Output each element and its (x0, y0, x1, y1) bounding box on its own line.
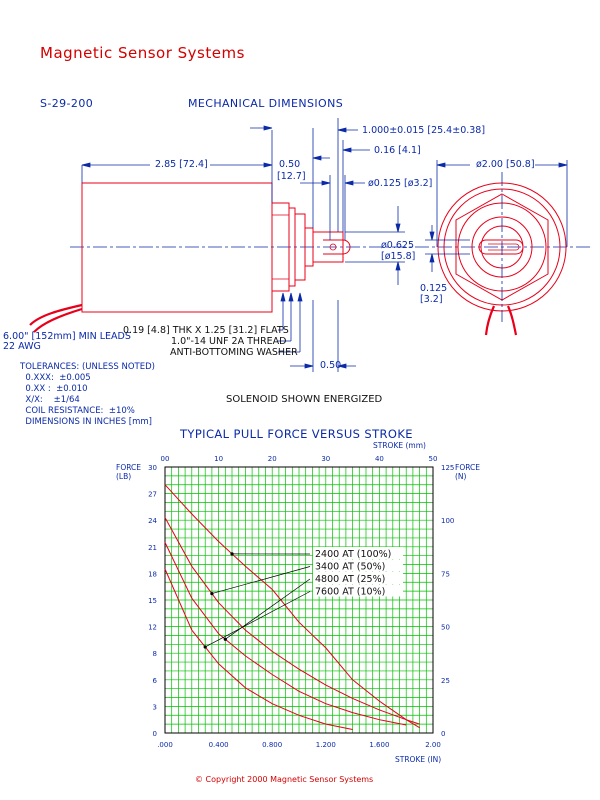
chart-title: TYPICAL PULL FORCE VERSUS STROKE (180, 427, 413, 441)
y-tick-label: 6 (153, 677, 158, 685)
plunger-slot-dim: 0.16 [4.1] (374, 145, 421, 156)
legend-leader (205, 591, 311, 648)
y-tick-label: 24 (148, 517, 157, 525)
plot-frame (164, 466, 434, 734)
thread-note: 1.0"-14 UNF 2A THREAD (171, 336, 287, 347)
x-tick-label: .000 (157, 741, 173, 749)
end-view (437, 172, 567, 336)
extension-dim: 0.50 (320, 360, 342, 371)
y2-tick-label: 75 (441, 570, 450, 578)
y-tick-label: 18 (148, 570, 157, 578)
legend-marker (203, 645, 207, 649)
x-tick-label: 2.00 (425, 741, 441, 749)
x2-tick-label: 00 (161, 455, 170, 463)
x2-tick-label: 20 (268, 455, 277, 463)
flats-note: 0.19 [4.8] THK X 1.25 [31.2] FLATS (123, 325, 289, 336)
stroke-travel-dim: 1.000±0.015 [25.4±0.38] (362, 125, 486, 136)
y-tick-label: 12 (148, 624, 157, 632)
x2-tick-label: 10 (214, 455, 223, 463)
legend-label-bg (313, 584, 403, 597)
washer-note: ANTI-BOTTOMING WASHER (170, 347, 298, 358)
plunger-dia-dim: ø0.625 (381, 240, 415, 251)
legend-label-bg (313, 572, 403, 584)
part-number: S-29-200 (40, 97, 94, 110)
y2-tick-label: 0 (441, 730, 445, 738)
x-tick-label: 0.800 (262, 741, 282, 749)
x2-tick-label: 50 (429, 455, 438, 463)
y2-axis-label: FORCE (N) (455, 463, 481, 481)
y-axis-label: FORCE (LB) (116, 463, 142, 481)
curve-series-1 (164, 484, 420, 729)
body-length-dim: 2.85 [72.4] (155, 159, 208, 170)
curve-series-2 (164, 517, 420, 725)
legend-label-bg (313, 559, 403, 572)
y2-tick-label: 50 (441, 624, 450, 632)
y-tick-label: 15 (148, 597, 157, 605)
lead-wires (29, 303, 83, 333)
legend-marker (230, 552, 234, 556)
drawing-title: MECHANICAL DIMENSIONS (188, 97, 344, 110)
y2-tick-label: 125 (441, 464, 454, 472)
y-tick-label: 3 (153, 703, 157, 711)
mechanical-drawing (29, 118, 590, 372)
legend-label: 2400 AT (100%) (315, 549, 391, 560)
diameter-dim: ø2.00 [50.8] (476, 159, 535, 170)
plunger (312, 231, 344, 263)
mount-length-dim: 0.50 (279, 159, 301, 170)
plunger-dia-mm: [ø15.8] (381, 251, 416, 262)
x-axis-label: STROKE (IN) (395, 755, 442, 764)
legend-label: 3400 AT (50%) (315, 562, 385, 573)
legend-marker (223, 637, 227, 641)
x-tick-label: 0.400 (209, 741, 229, 749)
y2-tick-label: 100 (441, 517, 454, 525)
curve-series-4 (164, 568, 353, 730)
x2-tick-label: 30 (321, 455, 330, 463)
x-tick-label: 1.200 (316, 741, 336, 749)
leads-note: 6.00" [152mm] MIN LEADS (3, 331, 131, 342)
x2-axis-label: STROKE (mm) (373, 441, 426, 450)
copyright: © Copyright 2000 Magnetic Sensor Systems (195, 775, 374, 784)
x2-tick-label: 40 (375, 455, 384, 463)
curve-series-3 (164, 542, 407, 726)
y-tick-label: 0 (153, 730, 157, 738)
company-name: Magnetic Sensor Systems (40, 44, 245, 62)
tolerances-block: TOLERANCES: (UNLESS NOTED) 0.XXX: ±0.005… (20, 362, 155, 427)
plunger-hole-dim: ø0.125 [ø3.2] (368, 178, 433, 189)
y-tick-label: 8 (153, 650, 157, 658)
mount-length-mm: [12.7] (277, 171, 306, 182)
legend-marker (210, 591, 214, 596)
legend-label: 7600 AT (10%) (315, 587, 385, 598)
legend-leader (211, 566, 311, 594)
y2-tick-label: 25 (441, 677, 450, 685)
y-tick-label: 21 (148, 544, 157, 552)
awg-note: 22 AWG (3, 341, 41, 352)
legend-label-bg (313, 547, 403, 559)
x-tick-label: 1.600 (369, 741, 389, 749)
energized-note: SOLENOID SHOWN ENERGIZED (226, 394, 383, 405)
legend-label: 4800 AT (25%) (315, 574, 385, 585)
y-tick-label: 27 (148, 491, 157, 499)
offset-mm: [3.2] (420, 294, 443, 305)
offset-dim: 0.125 (420, 283, 448, 294)
y-tick-label: 30 (148, 464, 157, 472)
